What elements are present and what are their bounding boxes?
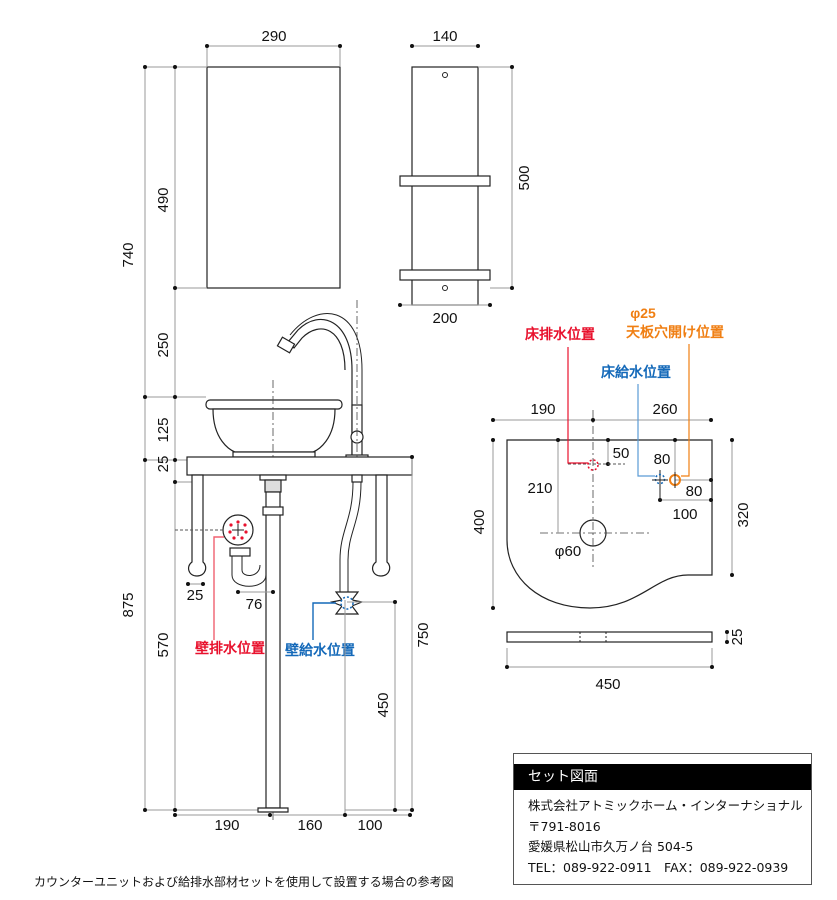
dim-label: 100 [357, 817, 382, 834]
p-trap [222, 514, 267, 587]
dim-label: 160 [297, 817, 322, 834]
info-title: セット図面 [514, 764, 811, 790]
svg-text:250: 250 [155, 332, 172, 357]
company-info-box: セット図面 株式会社アトミックホーム・インターナショナル 〒791-8016 愛… [513, 753, 812, 885]
mirror [206, 66, 341, 289]
floor-drain-label: 床排水位置 [525, 326, 595, 342]
dim-label: 500 [516, 165, 533, 190]
dim-label: 750 [415, 622, 432, 647]
drain-pipe [257, 474, 289, 813]
svg-text:190: 190 [530, 401, 555, 418]
counter-profile [506, 631, 713, 643]
wall-drain-marker [228, 520, 248, 540]
vertical-dims-left: 740 490 250 125 25 875 570 [120, 65, 270, 812]
counter-top [186, 456, 413, 476]
dim-label: 25 [729, 629, 746, 646]
supply-hose [339, 474, 363, 592]
company-name: 株式会社アトミックホーム・インターナショナル [528, 798, 803, 813]
dim-label: φ60 [555, 543, 581, 560]
dim-label: 190 [214, 817, 239, 834]
svg-text:25: 25 [155, 456, 172, 473]
legs [187, 474, 391, 577]
wall-supply-label: 壁給水位置 [285, 642, 355, 658]
floor-supply-label: 床給水位置 [601, 364, 671, 380]
svg-text:210: 210 [527, 480, 552, 497]
towel-shelf [399, 66, 491, 306]
address: 愛媛県松山市久万ノ台 504-5 [528, 839, 694, 854]
svg-text:100: 100 [672, 506, 697, 523]
svg-text:570: 570 [155, 632, 172, 657]
stop-valve [329, 591, 365, 615]
svg-text:125: 125 [155, 417, 172, 442]
floor-drain-marker [587, 459, 599, 471]
hole-diameter-label: φ25 [630, 305, 656, 321]
svg-text:80: 80 [686, 483, 703, 500]
svg-text:875: 875 [120, 592, 137, 617]
dim-label: 450 [595, 676, 620, 693]
postal-code: 〒791-8016 [528, 818, 601, 834]
dim-label: 25 [187, 587, 204, 604]
mirror-width-dim: 290 [205, 28, 342, 67]
svg-text:400: 400 [471, 509, 488, 534]
dim-label: 140 [432, 28, 457, 45]
svg-text:260: 260 [652, 401, 677, 418]
svg-text:320: 320 [735, 502, 752, 527]
svg-text:80: 80 [654, 451, 671, 468]
contact: TEL：089-922-0911 FAX：089-922-0939 [528, 859, 789, 875]
hole-position-label: 天板穴開け位置 [626, 324, 724, 340]
caption: カウンターユニットおよび給排水部材セットを使用して設置する場合の参考図 [34, 875, 454, 889]
dim-label: 290 [261, 28, 286, 45]
wash-bowl [205, 399, 343, 458]
dim-label: 200 [432, 310, 457, 327]
svg-text:490: 490 [155, 187, 172, 212]
dim-label: 76 [246, 596, 263, 613]
dim-label: 450 [375, 692, 392, 717]
floor-supply-marker [654, 473, 666, 485]
svg-text:740: 740 [120, 242, 137, 267]
wall-drain-label: 壁排水位置 [195, 640, 265, 656]
svg-text:50: 50 [613, 445, 630, 462]
